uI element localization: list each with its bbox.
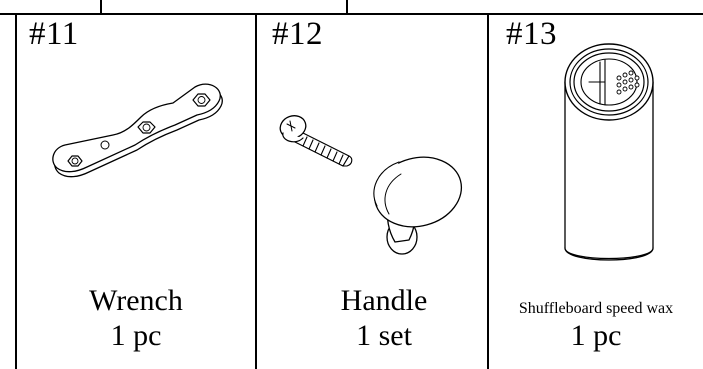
part-number: #13	[506, 16, 557, 52]
part-quantity: 1 pc	[110, 319, 162, 352]
part-name: Handle	[340, 284, 428, 317]
part-cell-11: #11 Wrench 1 pc	[17, 14, 255, 369]
part-name: Shuffleboard speed wax	[518, 300, 674, 317]
screw-icon	[279, 115, 353, 167]
handle-icon	[279, 115, 463, 255]
part-cell-13: #13	[489, 14, 703, 369]
table-left-border	[15, 13, 17, 369]
table-column-divider-1	[255, 13, 257, 369]
table-top-divider-right	[346, 0, 348, 14]
table-row-border	[0, 13, 703, 15]
part-quantity: 1 set	[356, 319, 412, 352]
part-cell-12: #12	[257, 14, 487, 369]
table-top-divider-left	[100, 0, 102, 14]
table-column-divider-2	[487, 13, 489, 369]
part-name: Wrench	[89, 284, 183, 317]
knob-icon	[373, 156, 463, 255]
part-number: #12	[272, 16, 323, 52]
part-quantity: 1 pc	[570, 319, 622, 352]
part-number: #11	[29, 16, 79, 52]
wrench-icon	[52, 83, 223, 178]
wax-can-icon	[564, 43, 654, 261]
